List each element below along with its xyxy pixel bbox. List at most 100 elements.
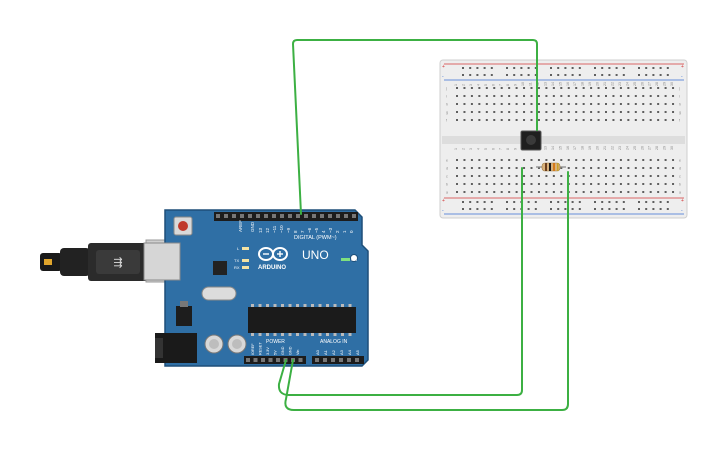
rail-hole[interactable] (666, 208, 669, 210)
breadboard-hole[interactable] (493, 167, 496, 169)
breadboard-hole[interactable] (485, 95, 488, 97)
breadboard-hole[interactable] (470, 175, 473, 177)
breadboard-hole[interactable] (537, 191, 540, 193)
breadboard-hole[interactable] (672, 175, 675, 177)
rail-hole[interactable] (578, 67, 581, 69)
rail-hole[interactable] (527, 67, 530, 69)
rail-hole[interactable] (462, 201, 464, 203)
breadboard-hole[interactable] (552, 95, 555, 97)
breadboard-hole[interactable] (545, 191, 548, 193)
breadboard-hole[interactable] (619, 167, 622, 169)
rail-hole[interactable] (578, 201, 581, 203)
breadboard-hole[interactable] (672, 159, 675, 161)
breadboard-hole[interactable] (590, 159, 593, 161)
breadboard-hole[interactable] (545, 175, 548, 177)
breadboard-hole[interactable] (456, 175, 458, 177)
header-pin[interactable] (248, 214, 252, 218)
breadboard-hole[interactable] (530, 159, 533, 161)
breadboard-hole[interactable] (657, 183, 660, 185)
breadboard-hole[interactable] (560, 103, 563, 105)
breadboard-hole[interactable] (642, 183, 645, 185)
breadboard-hole[interactable] (456, 191, 458, 193)
breadboard-hole[interactable] (508, 191, 511, 193)
rail-hole[interactable] (462, 74, 464, 76)
rail-hole[interactable] (666, 74, 669, 76)
breadboard-hole[interactable] (657, 95, 660, 97)
rail-hole[interactable] (527, 208, 530, 210)
breadboard-hole[interactable] (582, 111, 585, 113)
breadboard-hole[interactable] (500, 111, 503, 113)
rail-hole[interactable] (490, 74, 493, 76)
breadboard-hole[interactable] (567, 87, 570, 89)
breadboard-hole[interactable] (657, 103, 660, 105)
breadboard-hole[interactable] (545, 87, 548, 89)
header-pin[interactable] (328, 214, 332, 218)
breadboard-hole[interactable] (664, 103, 667, 105)
breadboard-hole[interactable] (634, 103, 637, 105)
breadboard-hole[interactable] (664, 159, 667, 161)
header-pin[interactable] (312, 214, 316, 218)
breadboard-hole[interactable] (649, 111, 652, 113)
breadboard-hole[interactable] (470, 87, 473, 89)
breadboard-hole[interactable] (590, 167, 593, 169)
rail-hole[interactable] (571, 201, 574, 203)
breadboard-hole[interactable] (470, 159, 473, 161)
breadboard-hole[interactable] (605, 111, 607, 113)
power-pin[interactable] (268, 358, 273, 362)
rail-hole[interactable] (659, 67, 662, 69)
breadboard-hole[interactable] (515, 167, 518, 169)
breadboard-hole[interactable] (627, 95, 630, 97)
breadboard-hole[interactable] (530, 175, 533, 177)
breadboard-hole[interactable] (575, 95, 578, 97)
rail-hole[interactable] (490, 67, 493, 69)
breadboard-hole[interactable] (619, 111, 622, 113)
breadboard-hole[interactable] (664, 191, 667, 193)
breadboard-hole[interactable] (478, 87, 481, 89)
breadboard-hole[interactable] (597, 95, 600, 97)
breadboard-hole[interactable] (523, 95, 526, 97)
breadboard-hole[interactable] (485, 175, 488, 177)
breadboard-hole[interactable] (485, 167, 488, 169)
breadboard-hole[interactable] (590, 191, 593, 193)
breadboard-hole[interactable] (485, 119, 488, 121)
breadboard-hole[interactable] (500, 159, 503, 161)
breadboard-hole[interactable] (456, 87, 458, 89)
rail-hole[interactable] (594, 67, 596, 69)
header-pin[interactable] (352, 214, 356, 218)
breadboard-hole[interactable] (523, 111, 526, 113)
breadboard-hole[interactable] (612, 119, 615, 121)
wire-pin7-to-button[interactable] (292, 39, 538, 215)
rail-hole[interactable] (469, 201, 472, 203)
breadboard-hole[interactable] (627, 159, 630, 161)
analog-pin[interactable] (355, 358, 359, 362)
breadboard-hole[interactable] (582, 119, 585, 121)
rail-hole[interactable] (550, 67, 552, 69)
breadboard-hole[interactable] (537, 103, 540, 105)
breadboard-hole[interactable] (597, 87, 600, 89)
rail-hole[interactable] (652, 208, 655, 210)
rail-hole[interactable] (594, 201, 596, 203)
breadboard-hole[interactable] (605, 103, 607, 105)
analog-pin[interactable] (339, 358, 343, 362)
breadboard-hole[interactable] (493, 95, 496, 97)
breadboard-hole[interactable] (463, 103, 466, 105)
rail-hole[interactable] (490, 201, 493, 203)
breadboard-hole[interactable] (642, 159, 645, 161)
breadboard-hole[interactable] (508, 159, 511, 161)
rail-hole[interactable] (534, 208, 537, 210)
breadboard-hole[interactable] (634, 87, 637, 89)
wire-gnd-to-resistor[interactable] (284, 171, 569, 411)
breadboard-hole[interactable] (456, 103, 458, 105)
rail-hole[interactable] (601, 74, 604, 76)
breadboard-hole[interactable] (619, 87, 622, 89)
breadboard-hole[interactable] (627, 167, 630, 169)
rail-hole[interactable] (666, 67, 669, 69)
rail-hole[interactable] (645, 74, 648, 76)
breadboard-hole[interactable] (649, 103, 652, 105)
breadboard-hole[interactable] (545, 103, 548, 105)
breadboard-hole[interactable] (575, 119, 578, 121)
breadboard-hole[interactable] (627, 191, 630, 193)
breadboard-hole[interactable] (582, 95, 585, 97)
breadboard-hole[interactable] (567, 103, 570, 105)
rail-hole[interactable] (506, 74, 508, 76)
